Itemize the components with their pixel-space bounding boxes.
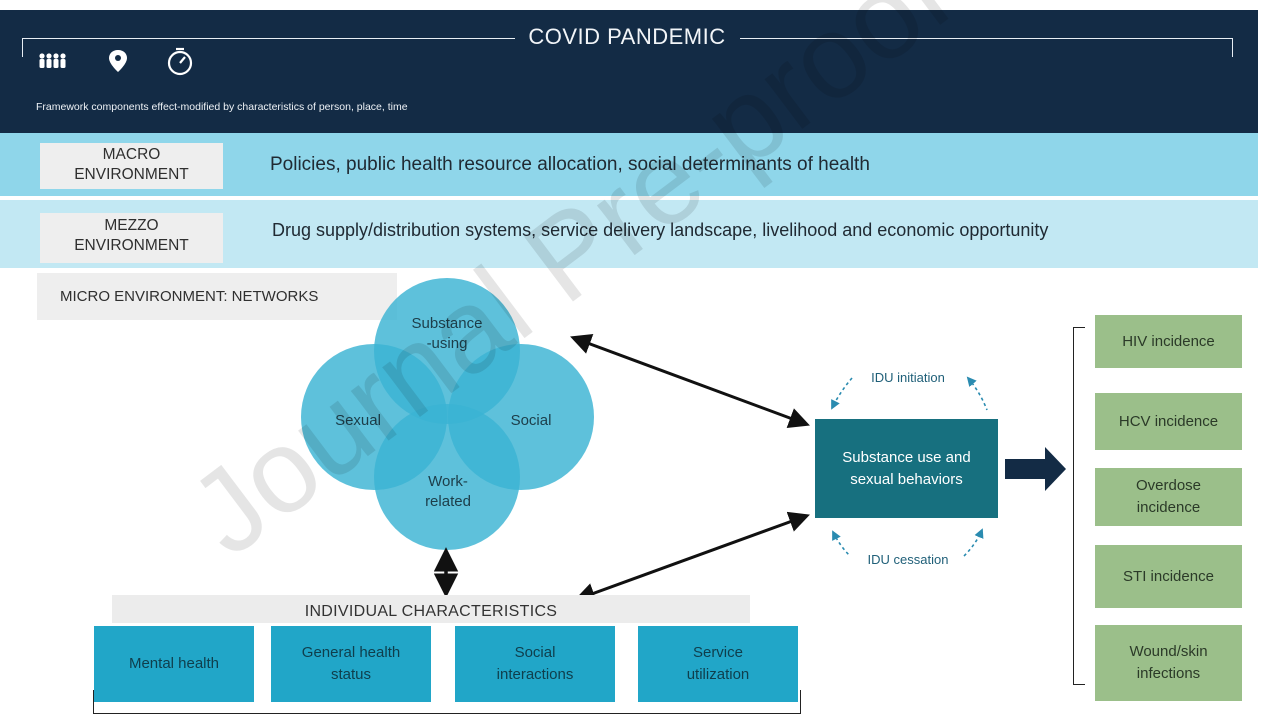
individual-item-label: Mental health [128,655,220,672]
banner-caption: Framework components effect-modified by … [36,101,408,113]
outcome-label: Wound/skin infections [1129,643,1208,682]
individual-mental-health: Mental health [94,626,254,702]
stopwatch-icon [167,47,193,76]
mezzo-environment-label: MEZZO ENVIRONMENT [40,213,223,263]
outcome-overdose-incidence: Overdose incidence [1095,468,1242,526]
people-icon [39,53,66,68]
outcome-hiv-incidence: HIV incidence [1095,315,1242,368]
individual-item-label: Social interactions [496,644,574,683]
outcome-sti-incidence: STI incidence [1095,545,1242,608]
sexual-circle [301,344,447,490]
network-label-work-related: Work-related [425,473,471,510]
network-label-sexual: Sexual [335,412,381,429]
arrow-to-outcomes [1005,447,1066,491]
arrow-individual-behaviors [574,511,810,604]
macro-environment-description: Policies, public health resource allocat… [270,154,870,175]
outcome-label: HCV incidence [1118,412,1219,430]
outcome-hcv-incidence: HCV incidence [1095,393,1242,450]
individual-service-utilization: Service utilization [638,626,798,702]
outcomes-bracket [1073,327,1085,685]
network-labels: Substance-using Sexual Social Work-relat… [335,315,551,510]
outcome-label: Overdose incidence [1135,477,1202,516]
banner-frame-right [740,38,1233,57]
outcome-label: STI incidence [1123,567,1214,585]
idu-cessation-label: IDU cessation [868,552,949,567]
individual-social-interactions: Social interactions [455,626,615,702]
behaviors-label: Substance use and sexual behaviors [842,448,971,488]
social-circle [448,344,594,490]
individual-general-health-status: General health status [271,626,431,702]
micro-environment-label: MICRO ENVIRONMENT: NETWORKS [37,273,397,320]
covid-pandemic-banner [0,10,1258,133]
individual-item-label: Service utilization [686,644,750,683]
banner-icons [39,47,193,76]
mezzo-environment-description: Drug supply/distribution systems, servic… [272,220,1049,240]
individual-characteristics-label: INDIVIDUAL CHARACTERISTICS [112,595,750,623]
network-label-social: Social [511,412,552,429]
location-pin-icon [109,50,127,72]
substance-use-behaviors-box: Substance use and sexual behaviors [815,419,998,518]
individual-item-label: General health status [301,644,401,683]
network-label-substance-using: Substance-using [412,315,483,352]
banner-frame-left [22,38,515,57]
banner-title: COVID PANDEMIC [528,24,726,49]
individual-bracket [93,690,801,714]
outcome-label: HIV incidence [1122,332,1215,350]
macro-environment-label: MACRO ENVIRONMENT [40,143,223,189]
idu-initiation-label: IDU initiation [871,370,945,385]
work-related-circle [374,404,520,550]
arrow-networks-behaviors [570,333,810,429]
outcome-wound-skin-infections: Wound/skin infections [1095,625,1242,701]
